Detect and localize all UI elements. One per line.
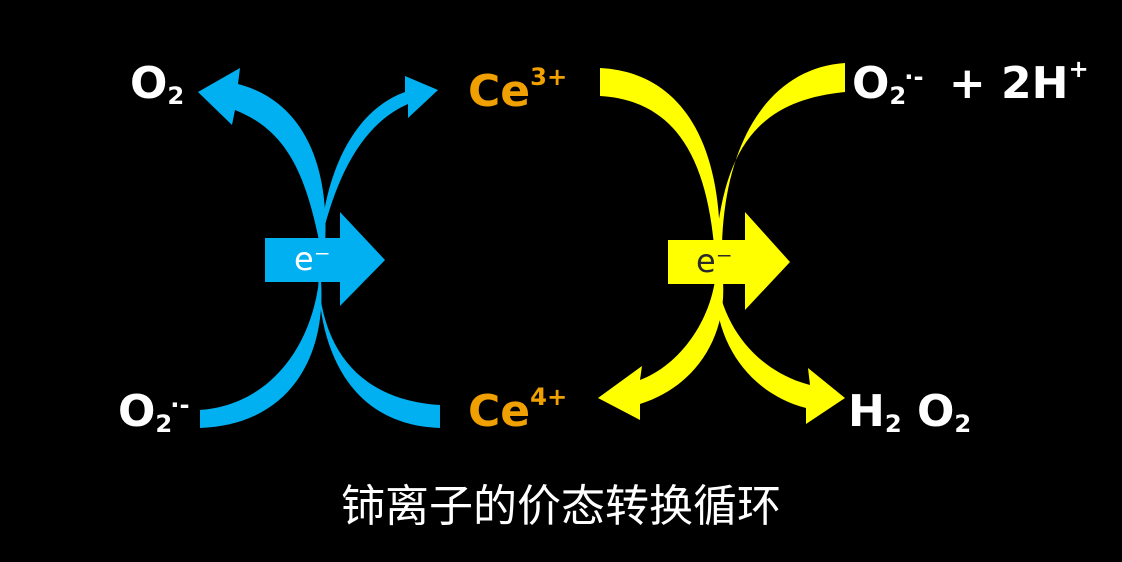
yellow-electron-arrow [668,212,790,310]
yellow-arrow-body-top-right [716,63,845,245]
label-superoxide-bottom-left: O2·- [118,386,190,439]
blue-arrow-up-left [198,68,326,245]
electron-label-left: e⁻ [294,240,331,278]
plus-2h-text: + 2H [948,58,1069,109]
blue-arrow-body-down-right [318,270,440,428]
blue-arrow-body-down-left [200,270,322,428]
blue-electron-arrow [265,212,385,306]
label-o2-top-left: O2 [130,58,185,111]
electron-label-right: e⁻ [696,242,733,280]
caption-subtitle: 铈离子的价态转换循环 [341,481,781,532]
label-superoxide-plus-2h: O2·- + 2H+ [852,55,1089,111]
label-ce3: Ce3+ [468,63,568,117]
yellow-arrow-body-top-left [600,68,720,245]
blue-arrow-up-right [320,76,438,245]
yellow-arrow-down-left [598,272,724,420]
h-plus-sup: + [1068,55,1089,84]
label-h2o2: H2 O2 [848,386,972,439]
label-ce4: Ce4+ [468,383,568,437]
yellow-arrow-down-right [715,272,845,424]
